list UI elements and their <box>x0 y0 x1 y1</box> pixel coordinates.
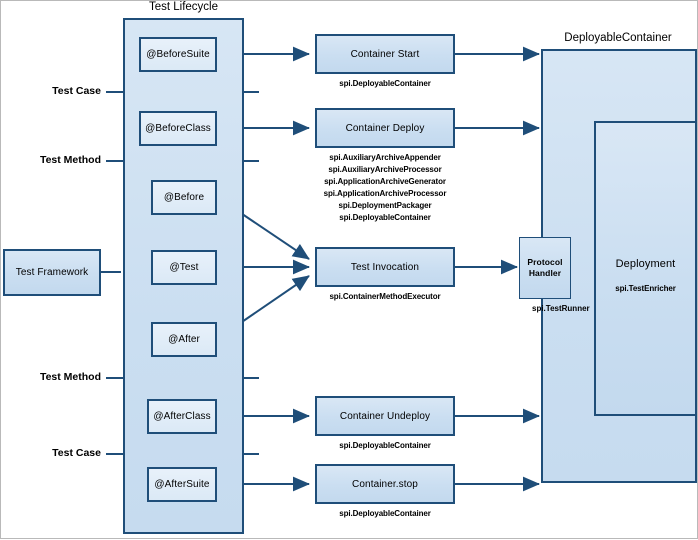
lifecycle-item-after[interactable]: @After <box>151 322 217 357</box>
test-framework-label: Test Framework <box>15 267 89 278</box>
side-label-test-case-bottom: Test Case <box>52 447 101 459</box>
lifecycle-item-test[interactable]: @Test <box>151 250 217 285</box>
protocol-handler-line2: Handler <box>528 268 562 278</box>
side-label-test-method-bottom: Test Method <box>39 371 101 383</box>
lifecycle-item-label: @Before <box>163 192 205 203</box>
lifecycle-item-label: @AfterClass <box>153 411 211 422</box>
lifecycle-item-label: @BeforeClass <box>145 123 211 134</box>
action-spi-caption: spi.AuxiliaryArchiveProcessor <box>328 165 442 174</box>
deployment-label: Deployment <box>615 258 676 270</box>
deployment-spi-caption: spi.TestEnricher <box>615 284 676 293</box>
lifecycle-item-beforesuite[interactable]: @BeforeSuite <box>139 37 217 72</box>
lifecycle-item-beforeclass[interactable]: @BeforeClass <box>139 111 217 146</box>
lifecycle-item-label: @After <box>168 334 200 345</box>
side-label-test-case-top: Test Case <box>52 85 101 97</box>
deployable-container-title: DeployableContainer <box>564 32 672 44</box>
action-label: Container Undeploy <box>339 410 431 422</box>
action-spi-caption: spi.ApplicationArchiveProcessor <box>323 189 447 198</box>
lifecycle-item-before[interactable]: @Before <box>151 180 217 215</box>
lifecycle-item-aftersuite[interactable]: @AfterSuite <box>147 467 217 502</box>
action-box-test-invocation[interactable]: Test Invocation <box>315 247 455 287</box>
action-label: Container.stop <box>352 478 418 490</box>
action-spi-caption: spi.DeploymentPackager <box>338 201 432 210</box>
action-box-container-undeploy[interactable]: Container Undeploy <box>315 396 455 436</box>
action-spi-caption: spi.DeployableContainer <box>339 213 431 222</box>
test-lifecycle-title: Test Lifecycle <box>148 1 219 13</box>
action-spi-caption: spi.DeployableContainer <box>339 441 431 450</box>
lifecycle-item-afterclass[interactable]: @AfterClass <box>147 399 217 434</box>
deployment-box[interactable]: Deployment spi.TestEnricher <box>594 121 697 416</box>
action-label: Container Deploy <box>345 122 425 134</box>
lifecycle-item-label: @BeforeSuite <box>146 49 210 60</box>
protocol-handler-box[interactable]: Protocol Handler <box>519 237 571 299</box>
action-spi-caption: spi.ContainerMethodExecutor <box>329 292 441 301</box>
action-label: Container Start <box>350 48 420 60</box>
protocol-handler-spi-caption: spi.TestRunner <box>532 304 590 313</box>
action-box-container-deploy[interactable]: Container Deploy <box>315 108 455 148</box>
lifecycle-item-label: @AfterSuite <box>154 479 210 490</box>
side-label-test-method-top: Test Method <box>39 154 101 166</box>
action-spi-caption: spi.DeployableContainer <box>339 509 431 518</box>
action-spi-caption: spi.DeployableContainer <box>339 79 431 88</box>
action-spi-caption: spi.ApplicationArchiveGenerator <box>324 177 446 186</box>
protocol-handler-line1: Protocol <box>527 257 563 268</box>
action-label: Test Invocation <box>350 261 420 273</box>
test-framework-box[interactable]: Test Framework <box>3 249 101 296</box>
action-box-container-start[interactable]: Container Start <box>315 34 455 74</box>
action-spi-caption: spi.AuxiliaryArchiveAppender <box>329 153 441 162</box>
action-box-container-stop[interactable]: Container.stop <box>315 464 455 504</box>
lifecycle-item-label: @Test <box>169 262 199 273</box>
